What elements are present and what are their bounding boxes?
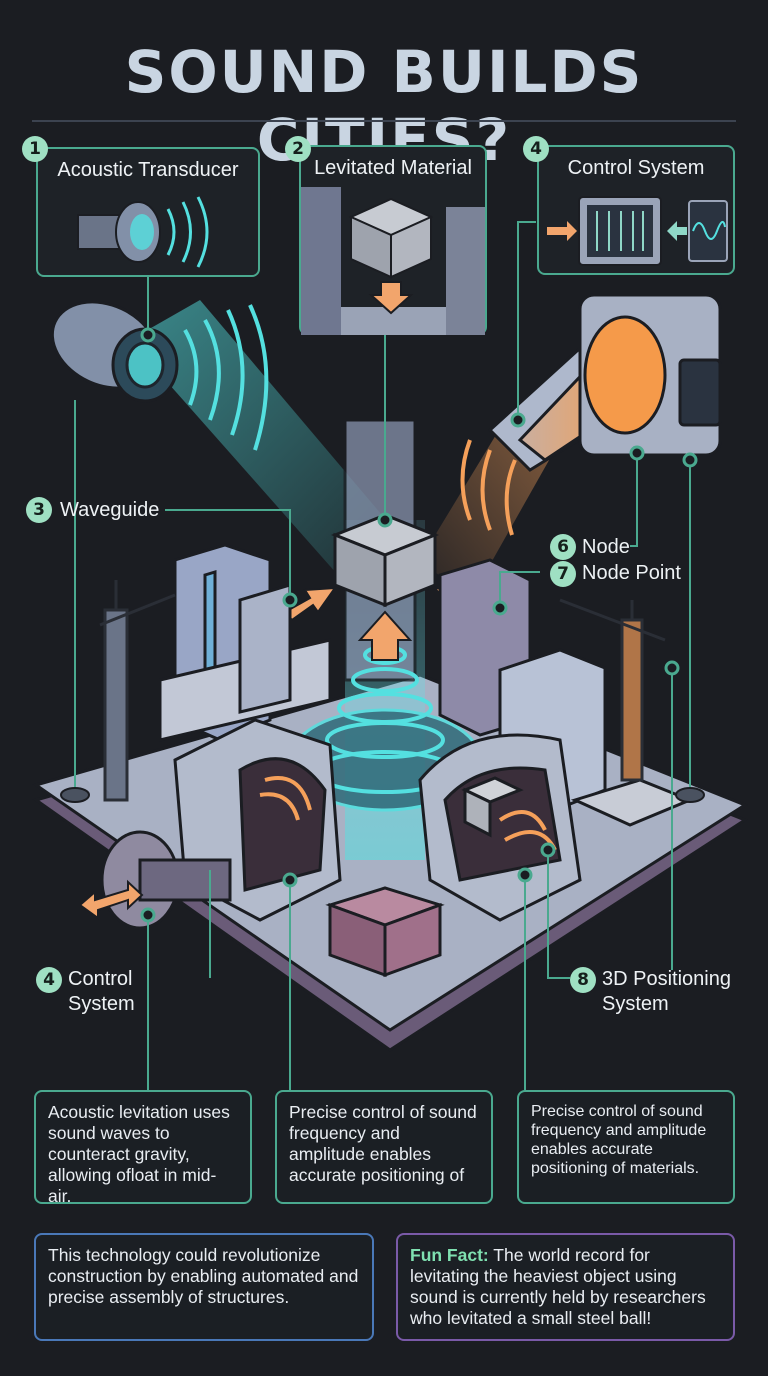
label-line: System [602,993,669,1015]
crane-right [559,598,666,782]
badge-7: 7 [550,561,576,587]
callout-label: Levitated Material [314,157,472,179]
buildings-left [158,543,332,742]
label-line: Control [68,968,133,990]
badge-1: 1 [22,136,48,162]
post-bases [60,787,705,803]
info-box-positioning-materials: Precise control of sound frequency and a… [517,1090,735,1204]
label-node-point: Node Point [582,562,681,584]
callout-label: Control System [567,157,705,179]
leader-dots [140,327,698,923]
info-box-revolutionize: This technology could revolutionize cons… [34,1233,374,1341]
callout-label: Acoustic Transducer [57,159,239,181]
badge-6: 6 [550,534,576,560]
page-title: SOUND BUILDS CITIES? [124,38,644,174]
badge-2: 2 [285,136,311,162]
info-box-precise-control: Precise control of sound frequency and a… [275,1090,493,1204]
label-line: System [68,993,135,1015]
leader-lines [74,221,691,1090]
badge-3: 3 [26,497,52,523]
transducer-thumbnail [77,196,209,268]
label-3d-positioning-system: 3D Positioning System [602,967,731,1017]
label-node: Node [582,536,630,558]
waveguide-horn [487,293,722,472]
orange-double-arrow [78,879,144,920]
label-control-system-bottom: Control System [68,967,135,1017]
fun-fact-heading: Fun Fact: [410,1245,489,1265]
badge-4-top: 4 [523,136,549,162]
fun-fact-text: The world record for levitating the heav… [410,1245,706,1328]
acoustic-transducer [50,300,179,403]
lower-left-orange-waves [259,776,312,821]
label-line: 3D Positioning [602,968,731,990]
orange-waves [460,439,517,536]
title-divider [32,120,736,122]
material-thumbnail [301,187,485,335]
callout-acoustic-transducer: Acoustic Transducer [36,147,260,277]
info-box-fun-fact: Fun Fact: The world record for levitatin… [396,1233,735,1341]
control-panel-thumbnail [547,196,728,266]
crane-left [99,580,176,802]
transducer-waves [183,304,269,451]
badge-8: 8 [570,967,596,993]
callout-control-system-top: Control System [537,145,735,275]
material-blocks [325,886,445,978]
badge-4-bottom: 4 [36,967,62,993]
info-box-levitation: Acoustic levitation uses sound waves to … [34,1090,252,1206]
callout-levitated-material: Levitated Material [299,145,487,335]
lower-right-machine [418,733,582,922]
label-waveguide: Waveguide [60,499,160,521]
levitated-cube-right [383,532,437,608]
